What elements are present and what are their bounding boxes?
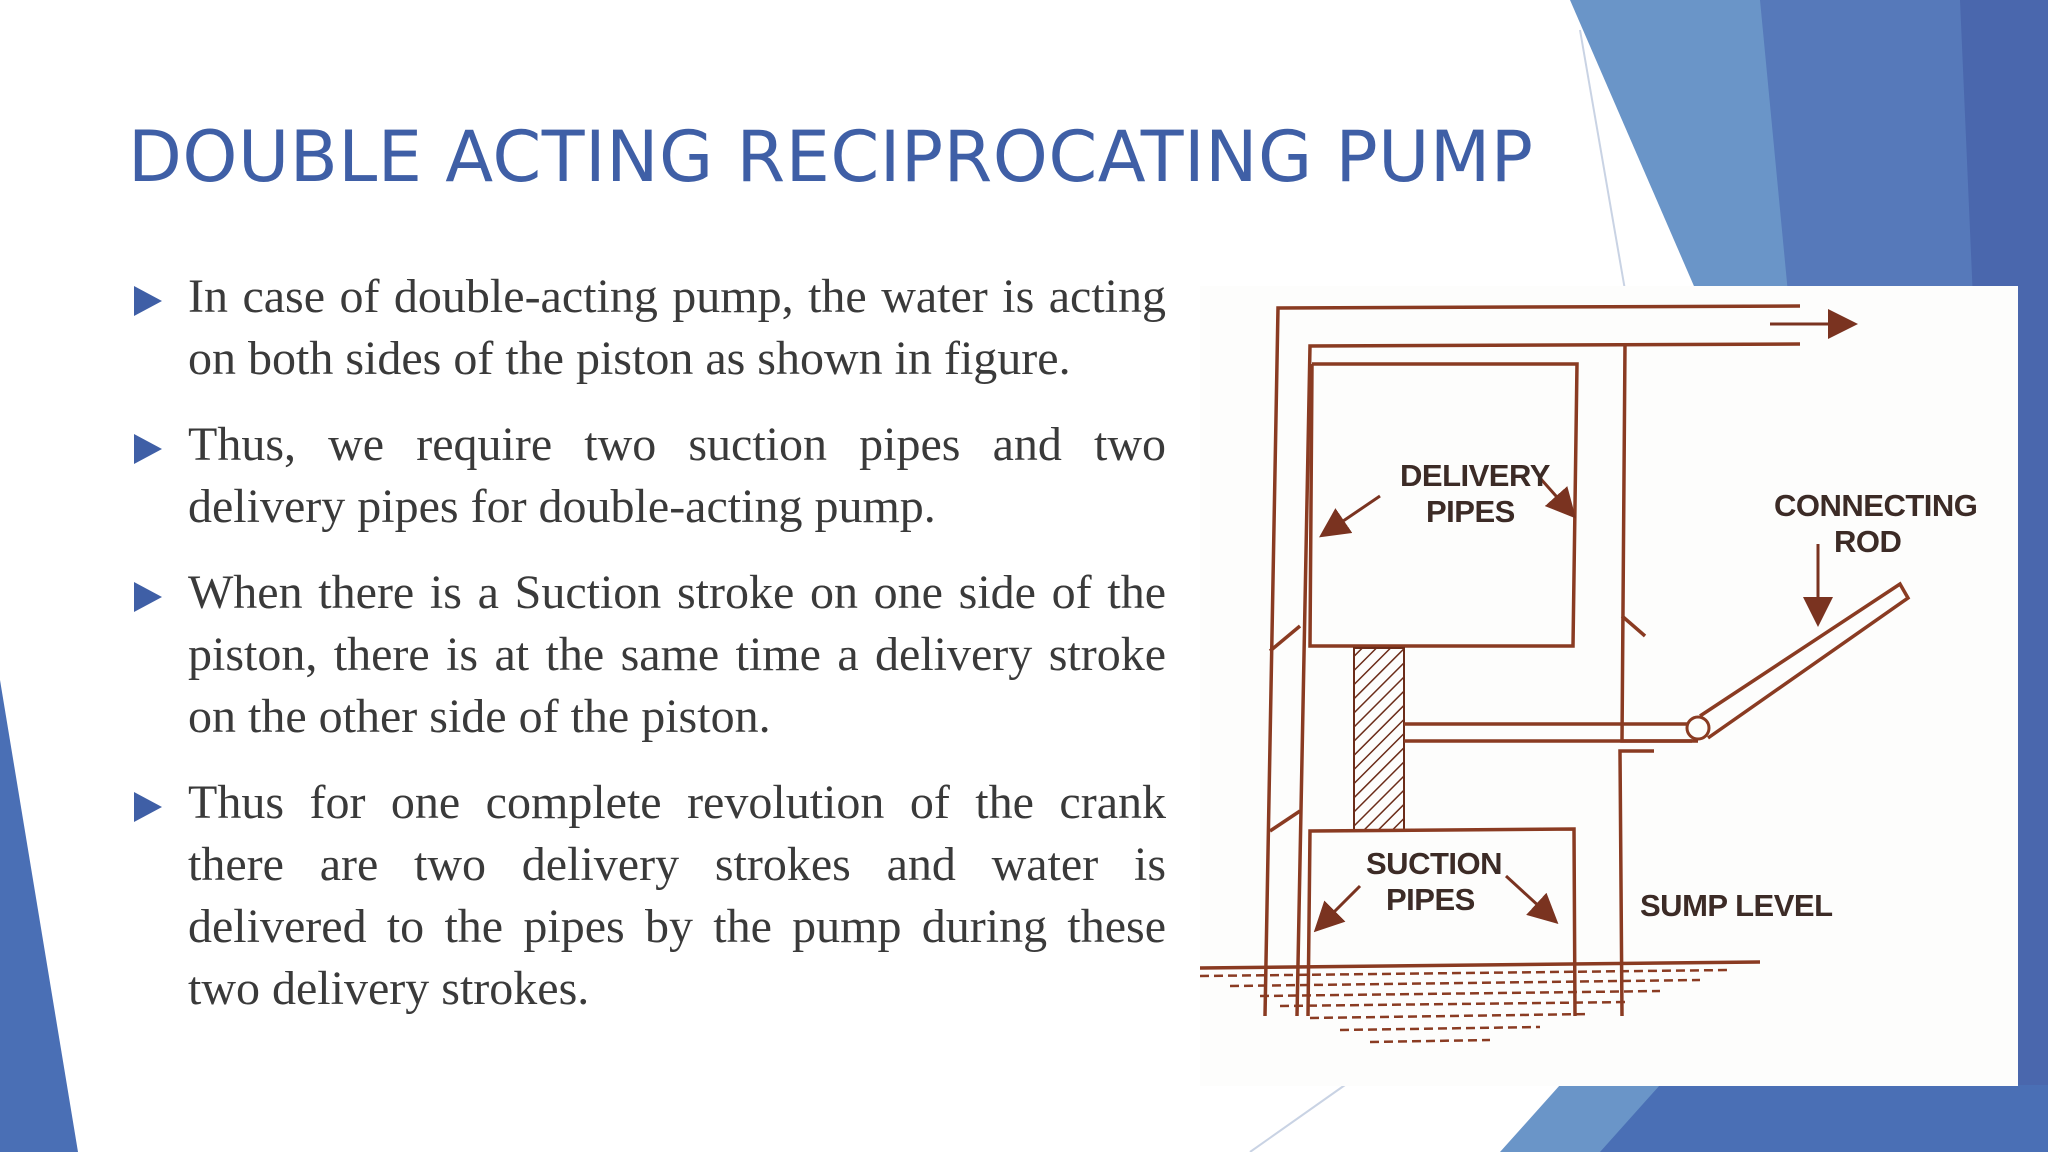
sump-level-label: SUMP LEVEL (1640, 888, 1833, 923)
triangle-bullet-icon (134, 582, 162, 612)
triangle-bullet-icon (134, 792, 162, 822)
suction-pipes-label: SUCTION (1366, 846, 1502, 881)
bottom-right-deco-line (1249, 1084, 1346, 1152)
delivery-pipes-label: DELIVERY (1400, 458, 1551, 493)
pump-diagram: DELIVERY PIPES CONNECTING ROD SUCTION PI… (1200, 286, 2018, 1086)
slide-title: DOUBLE ACTING RECIPROCATING PUMP (128, 116, 1534, 198)
delivery-pipe-outer (1263, 304, 1858, 1017)
triangle-bullet-icon (134, 286, 162, 316)
suction-pipes-label: PIPES (1386, 882, 1475, 917)
triangle-bullet-icon (134, 434, 162, 464)
lower-cylinder-chamber (1268, 624, 1654, 1017)
bullet-item: In case of double-acting pump, the water… (130, 266, 1166, 390)
bullet-item: Thus for one complete revolution of the … (130, 772, 1166, 1020)
connecting-rod (1699, 581, 1911, 740)
top-right-deco-line (1579, 29, 1626, 291)
connecting-rod-label: CONNECTING (1774, 488, 1977, 523)
delivery-pipe-inner (1620, 343, 1698, 743)
bullet-item: When there is a Suction stroke on one si… (130, 562, 1166, 748)
hatched-piston (1353, 647, 1405, 831)
label-arrows (1313, 477, 1833, 933)
bottom-left-deco (0, 680, 78, 1152)
bullet-item: Thus, we require two suction pipes and t… (130, 414, 1166, 538)
sump-water (1200, 960, 1761, 1044)
bullet-text: Thus for one complete revolution of the … (188, 776, 1166, 1015)
bottom-right-deco-dark (1600, 1085, 2048, 1152)
bullet-text: When there is a Suction stroke on one si… (188, 566, 1166, 743)
connecting-rod-label: ROD (1834, 524, 1902, 559)
bullet-list: In case of double-acting pump, the water… (130, 266, 1166, 1044)
upper-cylinder-chamber (1308, 362, 1579, 648)
piston-rod (1404, 715, 1711, 743)
bullet-text: In case of double-acting pump, the water… (188, 270, 1166, 385)
delivery-pipes-label: PIPES (1426, 494, 1515, 529)
bullet-text: Thus, we require two suction pipes and t… (188, 418, 1166, 533)
